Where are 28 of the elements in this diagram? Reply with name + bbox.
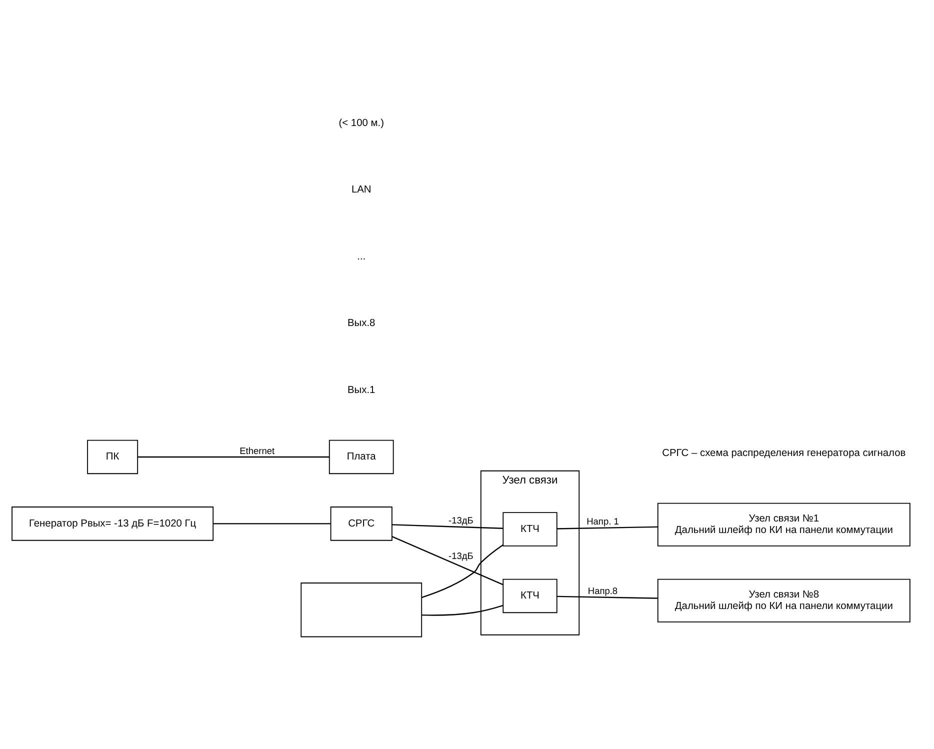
edge-label: -13дБ bbox=[448, 550, 474, 561]
label: Вых.8 bbox=[348, 318, 376, 330]
connector bbox=[422, 544, 504, 598]
node-box: Плата bbox=[328, 440, 394, 474]
node-box: Генератор Рвых= -13 дБ F=1020 Гц bbox=[12, 506, 214, 541]
connector bbox=[422, 604, 504, 616]
edge-label: Напр. 1 bbox=[586, 516, 619, 527]
node-box: СРГС bbox=[330, 506, 392, 541]
connector bbox=[556, 596, 658, 599]
connector bbox=[392, 524, 504, 529]
label: СРГС – схема распределения генератора сигналов bbox=[662, 448, 906, 459]
label: (< 100 м.) bbox=[338, 118, 384, 129]
node-box: КТЧ bbox=[502, 578, 558, 614]
connector bbox=[392, 536, 504, 586]
label: LAN bbox=[351, 184, 372, 196]
label: Вых.1 bbox=[348, 384, 376, 396]
connector bbox=[556, 526, 658, 530]
node-box bbox=[300, 582, 422, 638]
node-box: КТЧ bbox=[502, 512, 558, 546]
node-box: Узел связи №8 Дальний шлейф по КИ на панели коммутации bbox=[657, 578, 910, 622]
edge-label: -13дБ bbox=[448, 516, 474, 526]
connector bbox=[213, 523, 331, 524]
edge-label: Ethernet bbox=[240, 446, 275, 456]
label: ... bbox=[357, 251, 366, 262]
node-box: Узел связи №1 Дальний шлейф по КИ на панели коммутации bbox=[657, 502, 910, 546]
connector bbox=[138, 456, 330, 458]
edge-label: Напр.8 bbox=[588, 586, 618, 596]
node-box: ПК bbox=[87, 440, 138, 474]
